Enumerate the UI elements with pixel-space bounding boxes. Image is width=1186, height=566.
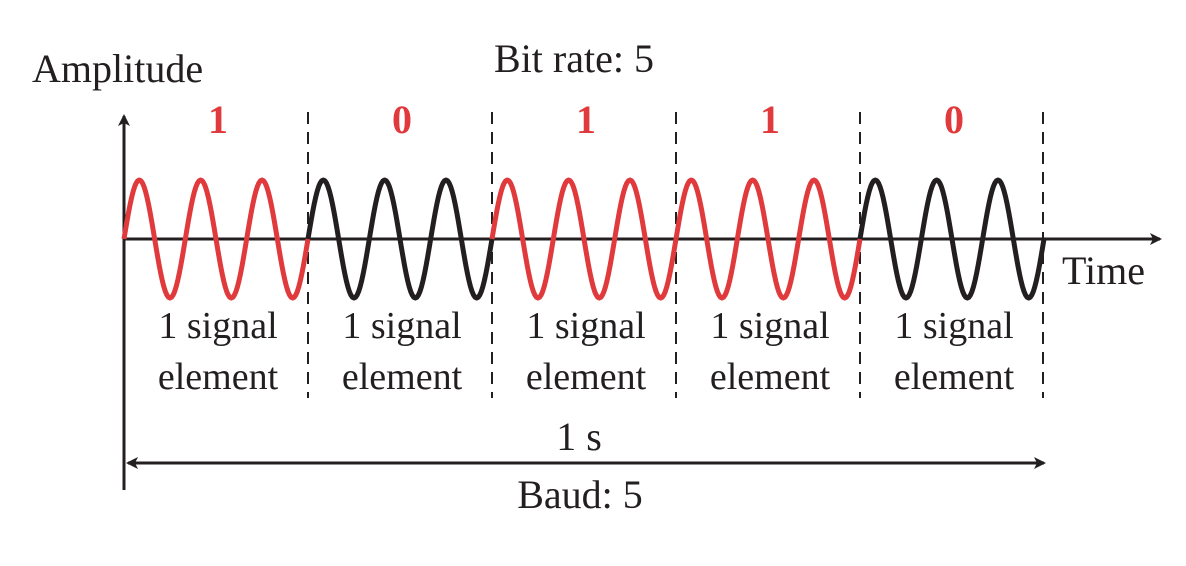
- element-label-line1-2: 1 signal: [342, 305, 461, 347]
- signal-element-labels: 1 signal element 1 signal element 1 signal el…: [158, 305, 1015, 398]
- wave-segment-5: [857, 177, 1047, 301]
- waveforms: [121, 177, 1047, 301]
- element-label-line2-1: element: [158, 356, 279, 398]
- element-label-line2-5: element: [894, 356, 1015, 398]
- duration-label: 1 s: [556, 414, 602, 459]
- x-axis-label: Time: [1062, 248, 1145, 293]
- element-label-line2-2: element: [342, 356, 463, 398]
- bit-label-2: 0: [392, 97, 412, 142]
- wave-segment-4: [673, 177, 863, 301]
- element-label-line2-4: element: [710, 356, 831, 398]
- baud-label: Baud: 5: [517, 472, 643, 517]
- wave-segment-3: [489, 177, 679, 301]
- bit-label-1: 1: [208, 97, 228, 142]
- element-label-line1-5: 1 signal: [894, 305, 1013, 347]
- bit-rate-label: Bit rate: 5: [494, 36, 654, 81]
- wave-segment-2: [305, 177, 495, 301]
- bit-labels: 1 0 1 1 0: [208, 97, 964, 142]
- bit-label-5: 0: [944, 97, 964, 142]
- y-axis-label: Amplitude: [32, 46, 203, 91]
- wave-segment-1: [121, 177, 311, 301]
- element-label-line1-1: 1 signal: [158, 305, 277, 347]
- bit-label-4: 1: [760, 97, 780, 142]
- element-label-line1-3: 1 signal: [526, 305, 645, 347]
- bit-label-3: 1: [576, 97, 596, 142]
- element-label-line2-3: element: [526, 356, 647, 398]
- element-label-line1-4: 1 signal: [710, 305, 829, 347]
